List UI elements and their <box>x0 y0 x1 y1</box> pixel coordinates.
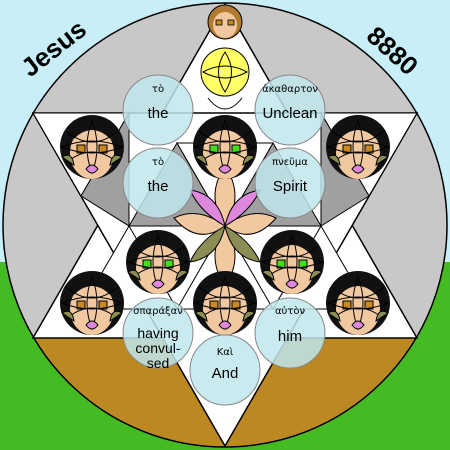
word-1-greek: τὸ <box>152 83 164 95</box>
word-5-line-3: sed <box>147 355 170 371</box>
face-center-lower <box>192 270 258 336</box>
center-flower <box>173 165 277 287</box>
word-circle-2: ἀκαθαρτον Unclean <box>254 74 326 146</box>
word-6-greek: αὐτὸν <box>275 305 306 317</box>
word-circle-6: αὐτὸν him <box>254 297 326 369</box>
face-right-upper <box>325 114 391 180</box>
face-mid-left <box>125 229 191 295</box>
word-5-line-2: convul- <box>135 340 180 356</box>
face-center-upper <box>192 114 258 180</box>
word-2-greek: ἀκαθαρτον <box>262 83 318 95</box>
word-circle-4: πνεῦμα Spirit <box>254 147 326 219</box>
word-3-english: the <box>148 178 169 195</box>
face-mid-right <box>259 229 325 295</box>
face-left-upper <box>59 114 125 180</box>
word-3-greek: τὸ <box>152 156 164 168</box>
word-7-english: And <box>212 365 239 382</box>
face-right-lower <box>325 270 391 336</box>
face-left-lower <box>59 270 125 336</box>
word-circle-7: Καὶ And <box>189 334 261 406</box>
word-7-greek: Καὶ <box>217 346 234 358</box>
word-circle-1: τὸ the <box>122 74 194 146</box>
word-2-english: Unclean <box>262 105 317 122</box>
word-circle-3: τὸ the <box>122 147 194 219</box>
word-4-greek: πνεῦμα <box>272 157 308 168</box>
word-4-english: Spirit <box>273 178 308 195</box>
top-figure <box>200 4 250 110</box>
word-5-greek: σπαράξαν <box>133 305 183 317</box>
word-circle-5: σπαράξαν having convul- sed <box>122 297 194 371</box>
word-5-line-1: having <box>137 325 178 341</box>
word-1-english: the <box>148 105 169 122</box>
word-6-english: him <box>278 328 302 345</box>
